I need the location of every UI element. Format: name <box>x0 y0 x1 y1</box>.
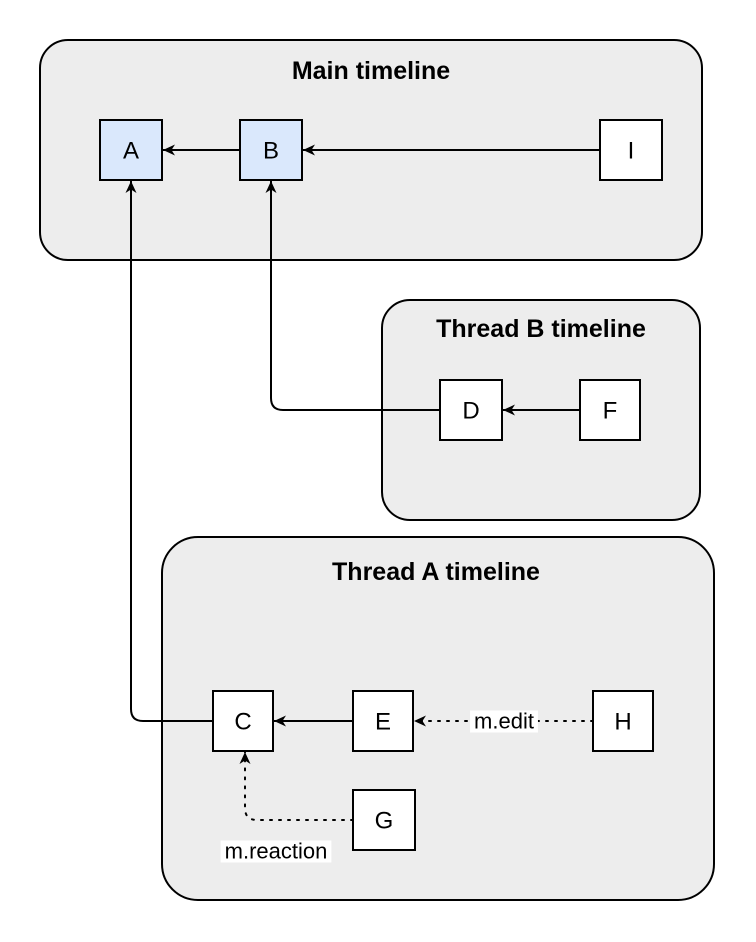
node-F-label: F <box>603 398 618 425</box>
container-thread-b-timeline-title: Thread B timeline <box>436 315 646 343</box>
edge-C-to-A-line <box>125 181 213 722</box>
node-H-box <box>592 690 654 752</box>
node-E-box <box>352 690 414 752</box>
container-thread-a-timeline-box <box>161 536 715 901</box>
node-C-box <box>212 690 274 752</box>
edge-D-to-B-line <box>265 181 440 411</box>
node-H: H <box>592 690 654 752</box>
edge-H-to-E-label: m.edit <box>474 709 534 734</box>
node-G-box <box>352 789 416 851</box>
node-H-label: H <box>614 709 631 736</box>
node-A-label: A <box>123 138 139 165</box>
node-G: G <box>352 789 416 851</box>
container-thread-a-timeline-title: Thread A timeline <box>332 558 540 586</box>
node-I: I <box>599 119 663 181</box>
node-A-box <box>99 119 163 181</box>
node-C: C <box>212 690 274 752</box>
edge-G-to-C-label-bg <box>220 840 332 863</box>
node-B-label: B <box>263 138 279 165</box>
edge-G-to-C: m.reaction <box>220 751 354 864</box>
edge-G-to-C-label: m.reaction <box>225 839 328 864</box>
container-thread-a-timeline: Thread A timeline <box>161 536 715 901</box>
container-main-timeline-title: Main timeline <box>292 57 450 85</box>
node-G-label: G <box>375 808 394 835</box>
node-I-label: I <box>628 138 635 165</box>
node-C-label: C <box>234 709 251 736</box>
node-B-box <box>239 119 303 181</box>
node-D-box <box>439 379 503 441</box>
edge-H-to-E: m.edit <box>413 709 594 734</box>
node-F-box <box>579 379 641 441</box>
edge-H-to-E-label-bg <box>470 710 538 733</box>
node-E-label: E <box>375 709 391 736</box>
node-D-label: D <box>462 398 479 425</box>
edge-C-to-A <box>125 181 213 722</box>
node-D: D <box>439 379 503 441</box>
node-E: E <box>352 690 414 752</box>
node-F: F <box>579 379 641 441</box>
edge-D-to-B <box>265 181 440 411</box>
node-I-box <box>599 119 663 181</box>
node-A: A <box>99 119 163 181</box>
node-B: B <box>239 119 303 181</box>
